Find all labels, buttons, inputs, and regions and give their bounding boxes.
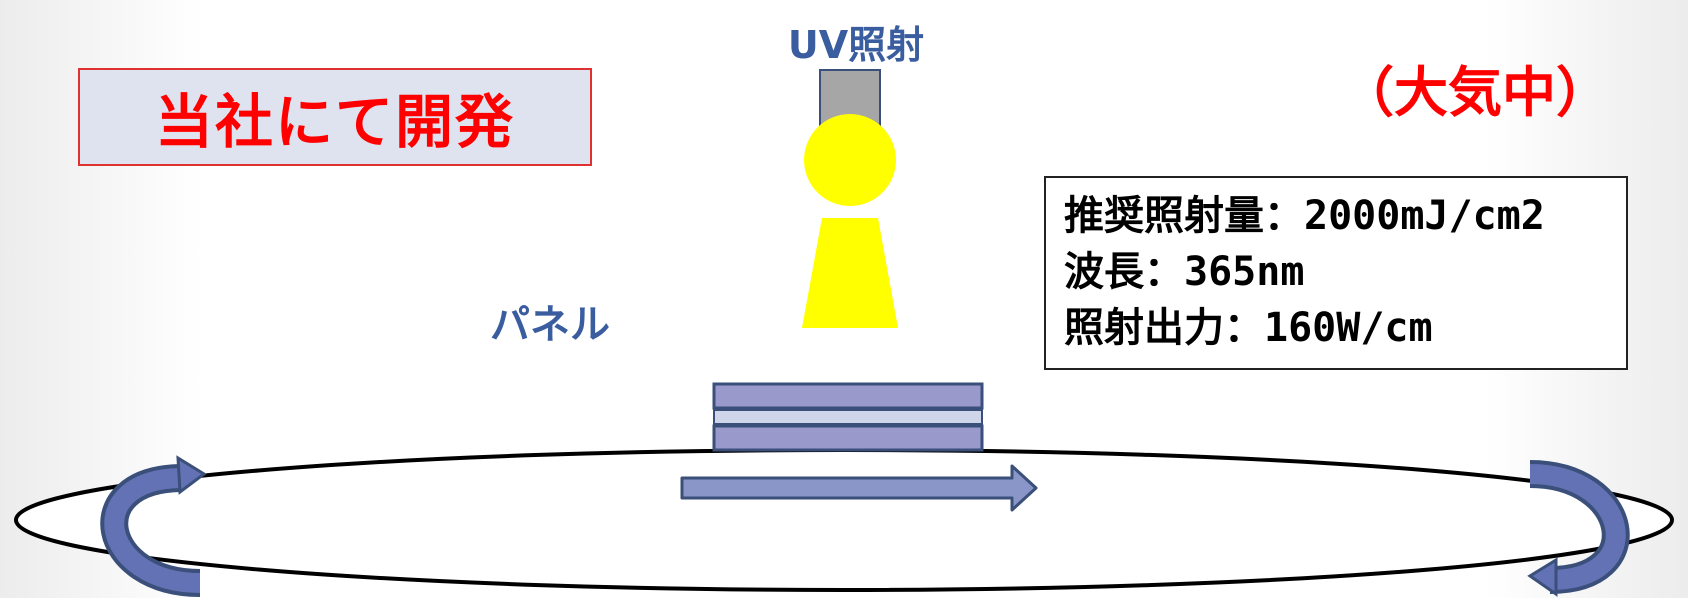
atmosphere-label: （大気中）: [1340, 61, 1610, 124]
conveyor-direction-arrow: [680, 464, 1038, 512]
left-return-arrow: [100, 455, 207, 597]
spec-output: 照射出力：160W/cm: [1064, 305, 1433, 351]
spec-dose: 推奨照射量：2000mJ/cm2: [1064, 193, 1545, 239]
panel-stack: [712, 382, 984, 452]
uv-lamp-bulb: [804, 114, 896, 206]
conveyor-loop: [14, 448, 1674, 592]
spec-wavelength: 波長：365nm: [1064, 249, 1305, 295]
uv-irradiation-label: UV照射: [787, 23, 925, 67]
developed-in-house-label: 当社にて開発: [78, 68, 592, 166]
right-return-arrow: [1527, 460, 1630, 597]
panel-label: パネル: [490, 302, 610, 348]
uv-light-beam: [802, 218, 898, 328]
spec-box: 推奨照射量：2000mJ/cm2 波長：365nm 照射出力：160W/cm: [1044, 176, 1628, 370]
